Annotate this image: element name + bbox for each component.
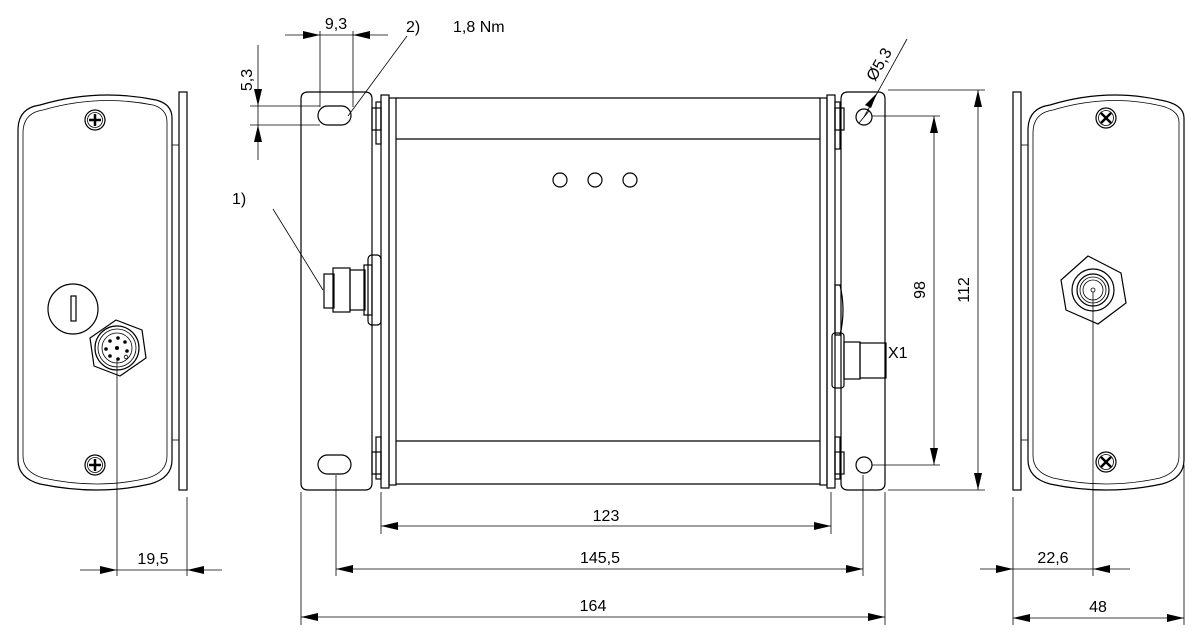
- screw-bottom-icon: [1095, 451, 1117, 473]
- mounting-slot-top: [317, 105, 352, 126]
- led-3-icon: [622, 172, 638, 188]
- x1-connector-label: X1: [888, 345, 908, 362]
- mounting-hole-bottom: [855, 456, 873, 474]
- m12-connector-icon: [89, 319, 147, 377]
- dim-overall-height: 112: [956, 277, 973, 303]
- left-side-view: 19,5: [17, 91, 222, 576]
- dim-overall-depth: 48: [1089, 599, 1107, 616]
- x1-connector-icon: [831, 284, 887, 389]
- dim-overall-length: 164: [580, 598, 607, 615]
- mounting-slot-bottom: [317, 454, 352, 475]
- led-1-icon: [552, 172, 568, 188]
- adjustment-cap-icon: [47, 283, 99, 335]
- mounting-hole-top: [855, 108, 873, 126]
- screw-top-icon: [84, 109, 106, 131]
- screw-bottom-icon: [84, 454, 106, 476]
- led-2-icon: [587, 172, 603, 188]
- svg-text:Ø5,3: Ø5,3: [864, 45, 896, 84]
- dim-slot-width: 9,3: [325, 16, 347, 33]
- right-side-view: 22,6 48: [980, 91, 1185, 625]
- screw-top-icon: [1095, 107, 1117, 129]
- note-1-label: 1): [232, 191, 246, 208]
- dim-body-length: 123: [593, 508, 620, 525]
- dim-left-connector-offset: 19,5: [137, 551, 168, 568]
- dim-right-connector-offset: 22,6: [1037, 550, 1068, 567]
- front-view: 1) X1 9,3 5,3 2) 1,8 Nm Ø5,3: [232, 16, 985, 625]
- antenna-connector-icon: [1060, 255, 1127, 325]
- dim-hole-spacing-horizontal: 145,5: [580, 550, 620, 567]
- dim-hole-spacing-vertical: 98: [912, 281, 929, 299]
- left-connector-icon: [323, 254, 382, 326]
- note-2-label: 2): [406, 19, 420, 36]
- torque-label: 1,8 Nm: [453, 19, 505, 36]
- dim-slot-height: 5,3: [239, 69, 256, 91]
